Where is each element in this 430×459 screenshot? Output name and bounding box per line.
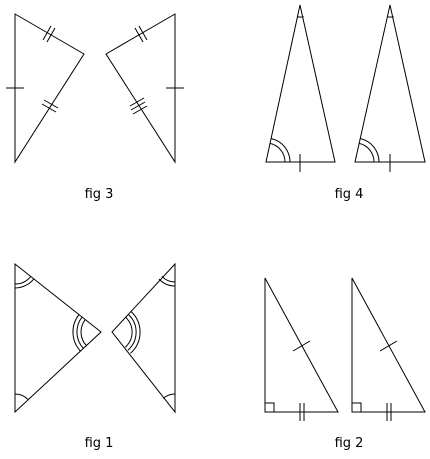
fig2-right-triangle — [351, 277, 426, 413]
fig2-left-triangle — [264, 277, 339, 413]
fig4-label: fig 4 — [334, 187, 364, 202]
fig4-right-triangle — [354, 4, 426, 163]
fig1-right-vertex-triple-arc — [124, 311, 141, 354]
fig1-label: fig 1 — [84, 436, 114, 451]
fig1-left-bottom-arc — [14, 393, 29, 401]
fig1-left-triangle — [14, 262, 102, 414]
fig4-group — [265, 4, 426, 172]
fig1-right-triangle — [111, 262, 176, 414]
fig3-left-diagonal-double-tick — [41, 99, 59, 113]
fig2-left-right-angle-mark — [265, 402, 275, 412]
fig4-left-base-double-arc — [269, 138, 291, 163]
fig4-left-triangle — [265, 4, 336, 163]
fig3-right-triangle — [105, 13, 176, 164]
fig2-left-base-double-tick — [299, 403, 305, 421]
fig1-group — [14, 262, 176, 414]
fig3-right-double-tick — [134, 25, 148, 43]
fig1-left-top-double-arc — [14, 276, 35, 289]
fig4-right-base-double-arc — [358, 138, 380, 163]
fig2-right-right-angle-mark — [352, 402, 362, 412]
fig3-left-double-tick — [42, 25, 56, 43]
fig2-right-hypotenuse-tick — [379, 340, 398, 352]
fig1-right-top-double-arc — [158, 275, 176, 287]
fig3-group — [6, 13, 184, 164]
fig2-label: fig 2 — [334, 436, 364, 451]
fig2-right-base-double-tick — [386, 403, 392, 421]
fig3-left-triangle — [14, 13, 85, 164]
fig2-group — [264, 277, 426, 421]
fig3-right-diagonal-triple-tick — [129, 97, 148, 115]
fig1-right-bottom-arc — [162, 393, 176, 399]
fig2-left-hypotenuse-tick — [292, 340, 311, 352]
fig1-left-vertex-triple-arc — [72, 314, 87, 352]
fig3-label: fig 3 — [84, 187, 114, 202]
